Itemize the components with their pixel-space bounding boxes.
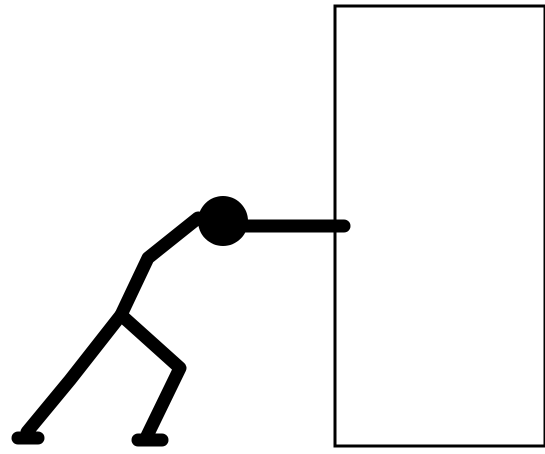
stick-figure — [11, 196, 351, 447]
stick-figure-torso — [114, 211, 205, 322]
stick-figure-head — [198, 196, 248, 246]
stick-figure-back-leg — [20, 308, 128, 439]
stick-figure-front-leg — [114, 308, 187, 445]
box — [333, 4, 545, 448]
